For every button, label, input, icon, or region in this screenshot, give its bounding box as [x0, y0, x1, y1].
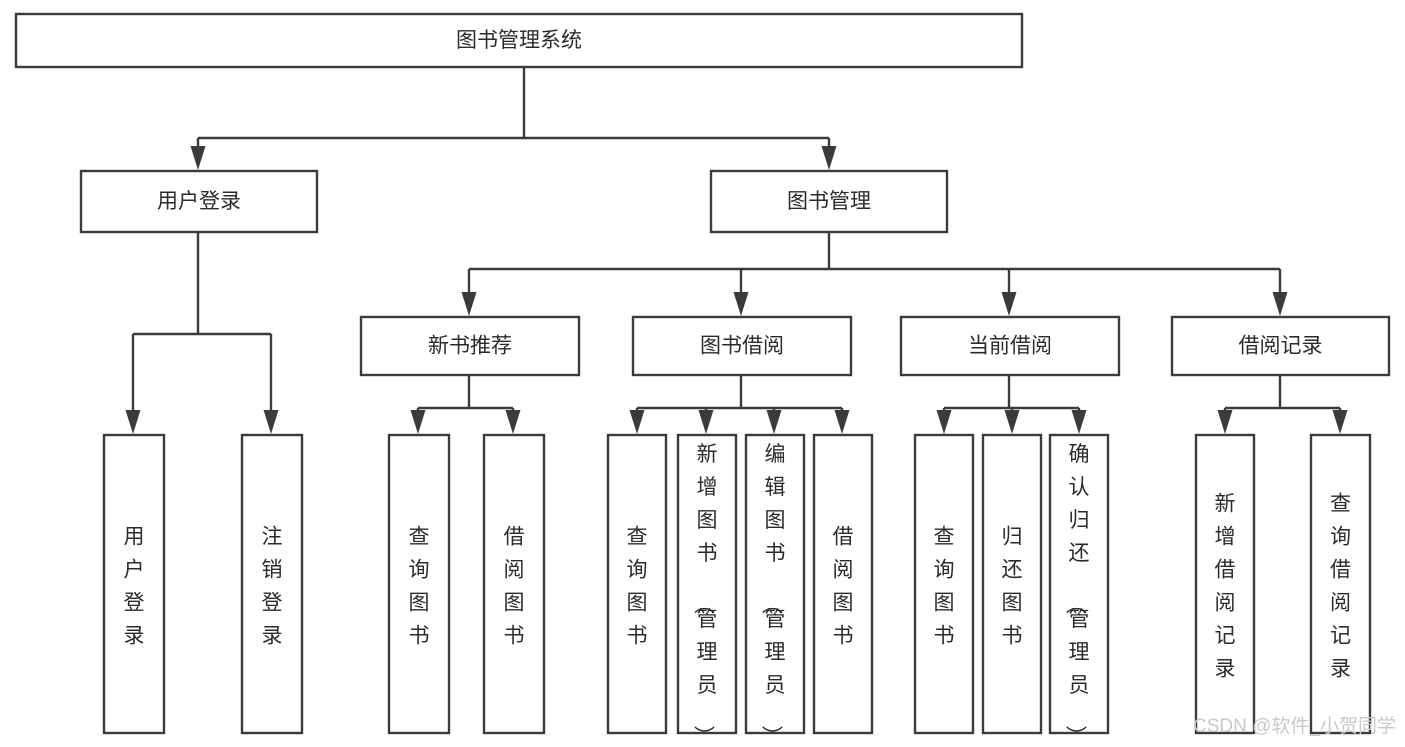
- node-label-leaf-current-return-book: 归还图书: [1002, 526, 1023, 648]
- arrowhead-icon: [263, 410, 279, 434]
- node-label-leaf-current-confirm-return: 确认归还（管理员）: [1064, 443, 1090, 746]
- node-new-book-recommend[interactable]: 新书推荐: [359, 315, 581, 377]
- node-box-user-login[interactable]: [79, 169, 319, 234]
- arrowhead-icon: [1071, 410, 1087, 434]
- node-leaf-current-return-book[interactable]: 归还图书: [981, 433, 1043, 735]
- node-leaf-current-confirm-return[interactable]: 确认归还（管理员）: [1048, 433, 1110, 746]
- node-label-leaf-user-logout: 注销登录: [262, 526, 283, 648]
- node-layer: 图书管理系统用户登录图书管理新书推荐图书借阅当前借阅借阅记录用户登录注销登录查询…: [14, 12, 1391, 746]
- conn-root-to-level2: [190, 67, 837, 170]
- node-box-root[interactable]: [14, 12, 1024, 69]
- node-leaf-borrow-add-book[interactable]: 新增图书（管理员）: [676, 433, 738, 746]
- arrowhead-icon: [461, 292, 477, 316]
- conn-borrowrecord-to-leaves: [1217, 375, 1348, 434]
- conn-recommend-to-leaves: [410, 375, 521, 434]
- node-box-leaf-record-add-record[interactable]: [1194, 433, 1256, 735]
- arrowhead-icon: [936, 410, 952, 434]
- arrowhead-icon: [733, 292, 749, 316]
- node-box-leaf-current-return-book[interactable]: [981, 433, 1043, 735]
- arrowhead-icon: [125, 410, 141, 434]
- conn-bookmanage-to-level3: [461, 232, 1288, 316]
- node-label-current-borrow: 当前借阅: [968, 335, 1052, 358]
- arrowhead-icon: [505, 410, 521, 434]
- arrowhead-icon: [834, 410, 850, 434]
- node-box-new-book-recommend[interactable]: [359, 315, 581, 377]
- node-box-current-borrow[interactable]: [899, 315, 1121, 377]
- node-label-leaf-borrow-borrow-book: 借阅图书: [833, 526, 854, 648]
- node-box-book-borrow[interactable]: [631, 315, 853, 377]
- node-leaf-recommend-borrow-book[interactable]: 借阅图书: [482, 433, 546, 735]
- node-label-leaf-borrow-add-book: 新增图书（管理员）: [692, 443, 718, 746]
- arrowhead-icon: [629, 410, 645, 434]
- node-borrow-record[interactable]: 借阅记录: [1170, 315, 1391, 377]
- node-label-leaf-current-query-book: 查询图书: [934, 526, 955, 648]
- node-label-leaf-recommend-borrow-book: 借阅图书: [504, 526, 525, 648]
- arrowhead-icon: [1004, 410, 1020, 434]
- node-label-leaf-recommend-query-book: 查询图书: [409, 526, 430, 648]
- arrowhead-icon: [1272, 292, 1288, 316]
- conn-userlogin-to-leaves: [125, 232, 279, 434]
- arrowhead-icon: [1217, 410, 1233, 434]
- node-leaf-borrow-edit-book[interactable]: 编辑图书（管理员）: [744, 433, 806, 746]
- node-box-leaf-borrow-edit-book[interactable]: [744, 433, 806, 735]
- watermark-label: CSDN @软件_小贺同学: [1193, 715, 1396, 737]
- node-leaf-user-logout[interactable]: 注销登录: [240, 433, 304, 735]
- node-leaf-borrow-query-book[interactable]: 查询图书: [606, 433, 668, 735]
- node-box-leaf-recommend-query-book[interactable]: [387, 433, 451, 735]
- conn-currentborrow-to-leaves: [936, 375, 1087, 434]
- node-label-user-login: 用户登录: [157, 190, 241, 213]
- node-label-leaf-borrow-edit-book: 编辑图书（管理员）: [760, 443, 786, 746]
- arrowhead-icon: [1001, 292, 1017, 316]
- node-label-leaf-record-query-record: 查询借阅记录: [1330, 493, 1351, 681]
- node-label-leaf-record-add-record: 新增借阅记录: [1215, 493, 1236, 681]
- node-root[interactable]: 图书管理系统: [14, 12, 1024, 69]
- arrowhead-icon: [698, 410, 714, 434]
- node-box-book-manage[interactable]: [709, 169, 949, 234]
- node-box-leaf-recommend-borrow-book[interactable]: [482, 433, 546, 735]
- node-book-borrow[interactable]: 图书借阅: [631, 315, 853, 377]
- node-box-borrow-record[interactable]: [1170, 315, 1391, 377]
- arrowhead-icon: [190, 146, 206, 170]
- node-leaf-user-login[interactable]: 用户登录: [102, 433, 166, 735]
- node-box-leaf-record-query-record[interactable]: [1309, 433, 1372, 735]
- arrowhead-icon: [1332, 410, 1348, 434]
- arrowhead-icon: [766, 410, 782, 434]
- node-leaf-current-query-book[interactable]: 查询图书: [913, 433, 975, 735]
- node-box-leaf-borrow-add-book[interactable]: [676, 433, 738, 735]
- arrowhead-icon: [410, 410, 426, 434]
- node-leaf-borrow-borrow-book[interactable]: 借阅图书: [812, 433, 874, 735]
- node-box-leaf-borrow-query-book[interactable]: [606, 433, 668, 735]
- node-box-leaf-borrow-borrow-book[interactable]: [812, 433, 874, 735]
- node-book-manage[interactable]: 图书管理: [709, 169, 949, 234]
- node-leaf-recommend-query-book[interactable]: 查询图书: [387, 433, 451, 735]
- node-current-borrow[interactable]: 当前借阅: [899, 315, 1121, 377]
- node-box-leaf-user-logout[interactable]: [240, 433, 304, 735]
- arrowhead-icon: [821, 146, 837, 170]
- node-label-book-manage: 图书管理: [787, 190, 871, 213]
- node-user-login[interactable]: 用户登录: [79, 169, 319, 234]
- node-label-root: 图书管理系统: [456, 29, 582, 52]
- node-label-book-borrow: 图书借阅: [700, 335, 784, 358]
- node-label-borrow-record: 借阅记录: [1239, 335, 1323, 358]
- node-label-new-book-recommend: 新书推荐: [428, 335, 512, 358]
- node-label-leaf-user-login: 用户登录: [124, 526, 145, 648]
- node-leaf-record-query-record[interactable]: 查询借阅记录: [1309, 433, 1372, 735]
- node-leaf-record-add-record[interactable]: 新增借阅记录: [1194, 433, 1256, 735]
- conn-bookborrow-to-leaves: [629, 375, 850, 434]
- node-box-leaf-user-login[interactable]: [102, 433, 166, 735]
- node-box-leaf-current-confirm-return[interactable]: [1048, 433, 1110, 735]
- node-label-leaf-borrow-query-book: 查询图书: [627, 526, 648, 648]
- connector-layer: [125, 67, 1348, 434]
- node-box-leaf-current-query-book[interactable]: [913, 433, 975, 735]
